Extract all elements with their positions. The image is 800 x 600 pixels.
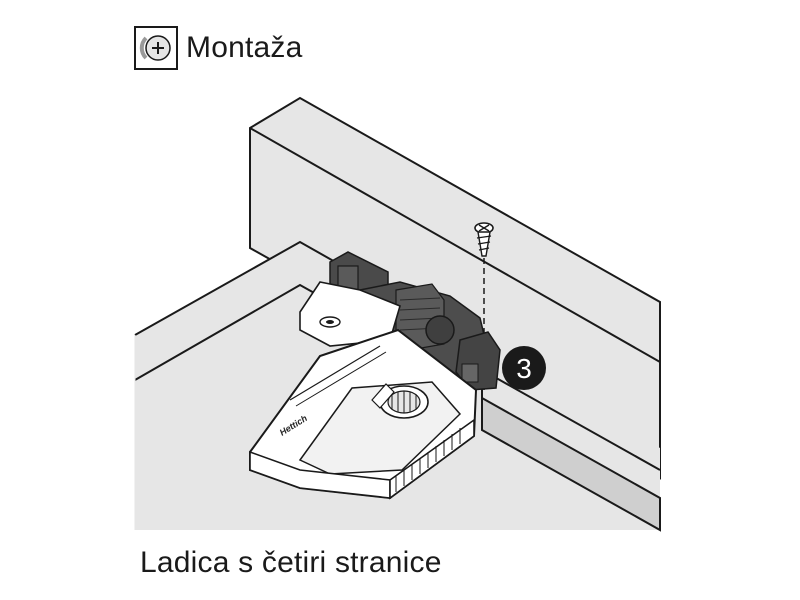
- section-header: Montaža: [134, 24, 302, 72]
- mounting-plate: [299, 281, 401, 347]
- screw-icon: [474, 222, 494, 390]
- step-number: 3: [516, 353, 532, 384]
- figure-caption: Ladica s četiri stranice: [140, 546, 442, 579]
- step-badge: 3: [502, 346, 546, 390]
- page-title: Montaža: [186, 31, 303, 64]
- drawer-front-panel: [249, 96, 661, 480]
- screwdriver-mount-icon: [134, 26, 178, 70]
- adjustment-wheel: [371, 383, 429, 419]
- side-rail-strip: [481, 369, 661, 532]
